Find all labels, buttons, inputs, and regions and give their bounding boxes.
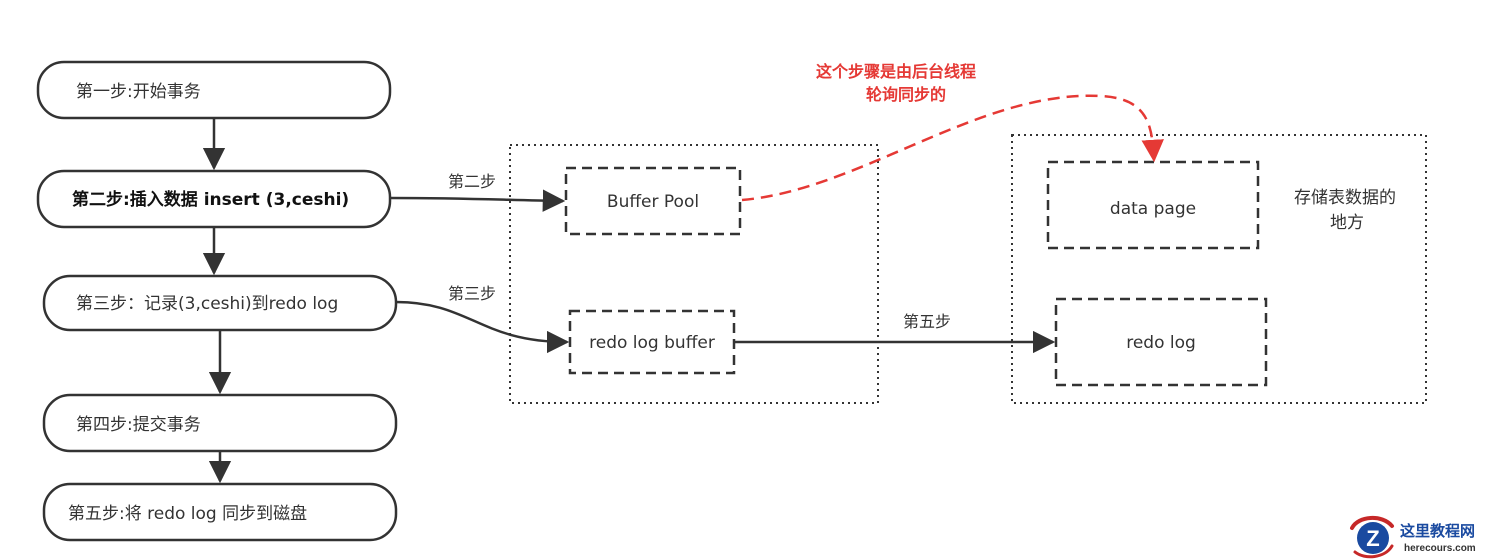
z-logo-icon: Z	[1350, 516, 1394, 559]
background-sync-note-line1: 这个步骤是由后台线程	[816, 62, 976, 81]
step-1-node: 第一步:开始事务	[36, 60, 392, 120]
step-2-node: 第二步:插入数据 insert (3,ceshi)	[36, 169, 392, 229]
background-sync-note-line2: 轮询同步的	[866, 85, 946, 104]
buffer-pool-box: Buffer Pool	[564, 166, 742, 236]
disk-note-line1: 存储表数据的	[1294, 188, 1396, 208]
step-3-label: 第三步：记录(3,ceshi)到redo log	[76, 294, 338, 314]
data-page-box: data page	[1046, 160, 1260, 250]
watermark-url: herecours.com	[1404, 543, 1476, 554]
step-5-label: 第五步:将 redo log 同步到磁盘	[68, 504, 307, 524]
redo-log-buffer-label: redo log buffer	[589, 333, 715, 353]
redo-log-buffer-box: redo log buffer	[568, 309, 736, 375]
step-4-node: 第四步:提交事务	[42, 393, 398, 453]
step-3-node: 第三步：记录(3,ceshi)到redo log	[42, 274, 398, 332]
edge-label-step3: 第三步	[448, 284, 496, 303]
memory-region	[509, 144, 879, 404]
watermark-name: 这里教程网	[1400, 522, 1475, 540]
step-2-label: 第二步:插入数据 insert (3,ceshi)	[72, 189, 349, 210]
edge-label-step5: 第五步	[903, 312, 951, 331]
arrow-step2-to-buffer-pool	[389, 189, 566, 212]
buffer-pool-label: Buffer Pool	[607, 192, 699, 212]
disk-note-line2: 地方	[1330, 213, 1364, 233]
svg-text:Z: Z	[1366, 526, 1379, 551]
disk-region	[1011, 134, 1427, 404]
step-5-node: 第五步:将 redo log 同步到磁盘	[42, 482, 398, 542]
data-page-label: data page	[1110, 199, 1196, 219]
step-4-label: 第四步:提交事务	[76, 415, 201, 435]
redo-log-label: redo log	[1126, 333, 1196, 353]
step-1-label: 第一步:开始事务	[76, 82, 201, 102]
background-sync-arrow	[741, 94, 1164, 202]
arrow-step3-to-redo-log-buffer	[395, 300, 570, 354]
edge-label-step2: 第二步	[448, 172, 496, 191]
watermark: Z 这里教程网 herecours.com	[1350, 516, 1476, 559]
redo-log-box: redo log	[1054, 297, 1268, 387]
